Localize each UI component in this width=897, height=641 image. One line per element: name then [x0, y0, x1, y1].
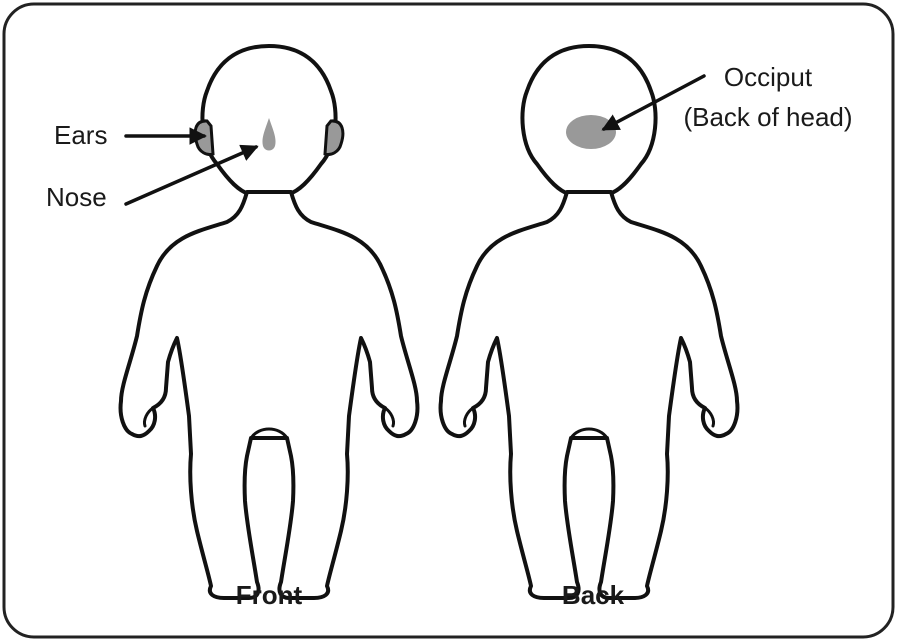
- occiput-highlight: [566, 115, 616, 149]
- back-caption: Back: [562, 580, 625, 610]
- frame-border: [4, 4, 893, 637]
- right-ear-highlight: [325, 121, 343, 155]
- occiput-sublabel: (Back of head): [683, 102, 852, 132]
- occiput-label: Occiput: [724, 62, 813, 92]
- front-caption: Front: [236, 580, 303, 610]
- ears-label: Ears: [54, 120, 107, 150]
- nose-label: Nose: [46, 182, 107, 212]
